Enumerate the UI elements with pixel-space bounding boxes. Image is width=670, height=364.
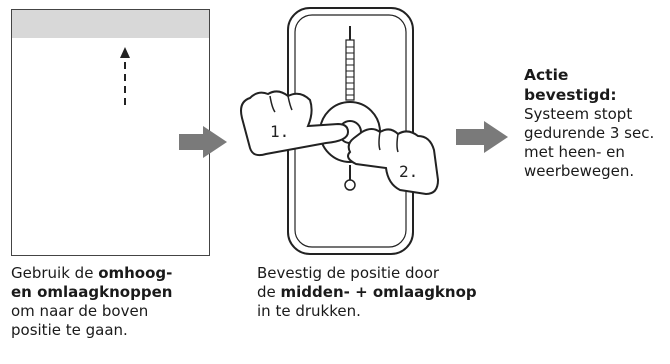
step2-caption: Bevestig de positie door de midden- + om… <box>257 264 507 321</box>
finger-2-label: 2. <box>399 162 418 181</box>
step2-text-3: in te drukken. <box>257 302 361 320</box>
step3-title-1: Actie <box>524 66 569 84</box>
step2-text-2: de <box>257 283 281 301</box>
remote-control-illustration: 1. 2. <box>240 7 440 255</box>
step1-text-3: om naar de boven <box>11 302 149 320</box>
step3-text-1: Systeem stopt <box>524 105 633 123</box>
finger-2-hand: 2. <box>347 128 440 196</box>
finger-1-hand: 1. <box>240 90 350 157</box>
step2-text-1: Bevestig de positie door <box>257 264 440 282</box>
step-arrow-1 <box>179 126 227 158</box>
step1-text-4: positie te gaan. <box>11 321 128 339</box>
finger-1-label: 1. <box>270 122 289 141</box>
step3-title-2: bevestigd: <box>524 86 617 104</box>
upward-dashed-arrow <box>120 47 130 105</box>
step3-text-2: gedurende 3 sec. <box>524 124 655 142</box>
step3-text-3: met heen- en <box>524 143 625 161</box>
step1-text-1: Gebruik de <box>11 264 99 282</box>
step3-text-4: weerbewegen. <box>524 162 635 180</box>
top-position-bar <box>12 10 209 38</box>
position-panel <box>11 9 210 256</box>
step3-caption: Actie bevestigd: Systeem stopt gedurende… <box>524 65 664 181</box>
step-arrow-2 <box>456 121 508 153</box>
step1-caption: Gebruik de omhoog- en omlaagknoppen om n… <box>11 264 221 340</box>
step1-bold-1: omhoog- <box>98 264 173 282</box>
step1-bold-2: en omlaagknoppen <box>11 283 173 301</box>
step2-bold: midden- + omlaagknop <box>280 283 477 301</box>
